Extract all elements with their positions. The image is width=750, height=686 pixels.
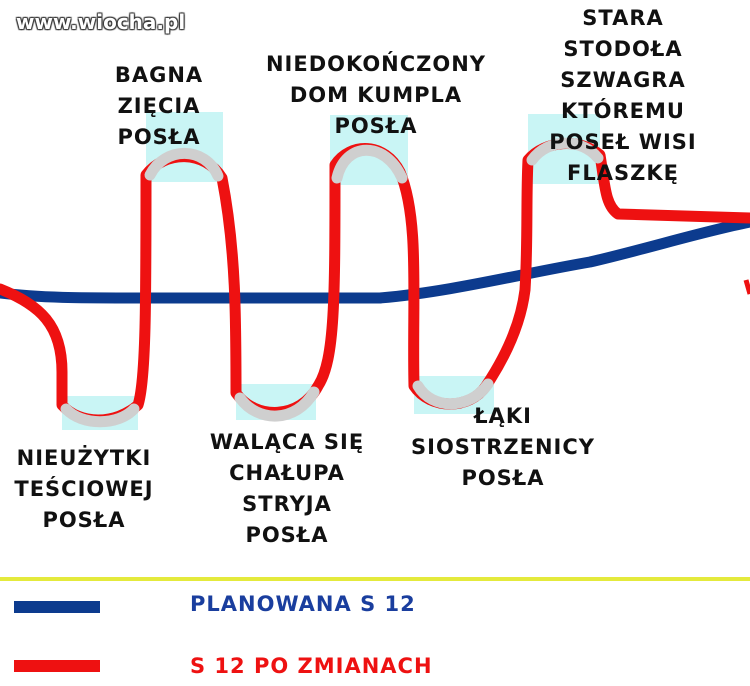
label-laki: ŁĄKI SIOSTRZENICY POSŁA bbox=[411, 404, 595, 490]
changed-route-line bbox=[0, 138, 750, 426]
planned-route-line bbox=[0, 216, 750, 304]
detour-niedokonczony bbox=[331, 144, 408, 184]
legend-planned-label: PLANOWANA S 12 bbox=[190, 592, 416, 616]
detour-laki bbox=[412, 378, 494, 410]
label-walaca: WALĄCA SIĘ CHAŁUPA STRYJA POSŁA bbox=[209, 430, 365, 547]
label-bagna: BAGNA ZIĘCIA POSŁA bbox=[114, 63, 204, 149]
label-niedokonczony: NIEDOKOŃCZONY DOM KUMPLA POSŁA bbox=[265, 52, 487, 138]
edge-mark bbox=[743, 279, 750, 295]
detour-bagna bbox=[144, 148, 224, 182]
detour-stodola bbox=[526, 137, 604, 166]
legend-changed-label: S 12 PO ZMIANACH bbox=[190, 654, 433, 678]
label-stodola: STARA STODOŁA SZWAGRA KTÓREMU POSEŁ WISI… bbox=[549, 6, 697, 185]
detour-walaca bbox=[234, 386, 320, 422]
detour-nieuzytki bbox=[60, 403, 140, 428]
detour-segments bbox=[60, 137, 604, 428]
label-nieuzytki: NIEUŻYTKI TEŚCIOWEJ POSŁA bbox=[14, 446, 154, 532]
watermark: www.wiocha.pl bbox=[16, 10, 186, 34]
